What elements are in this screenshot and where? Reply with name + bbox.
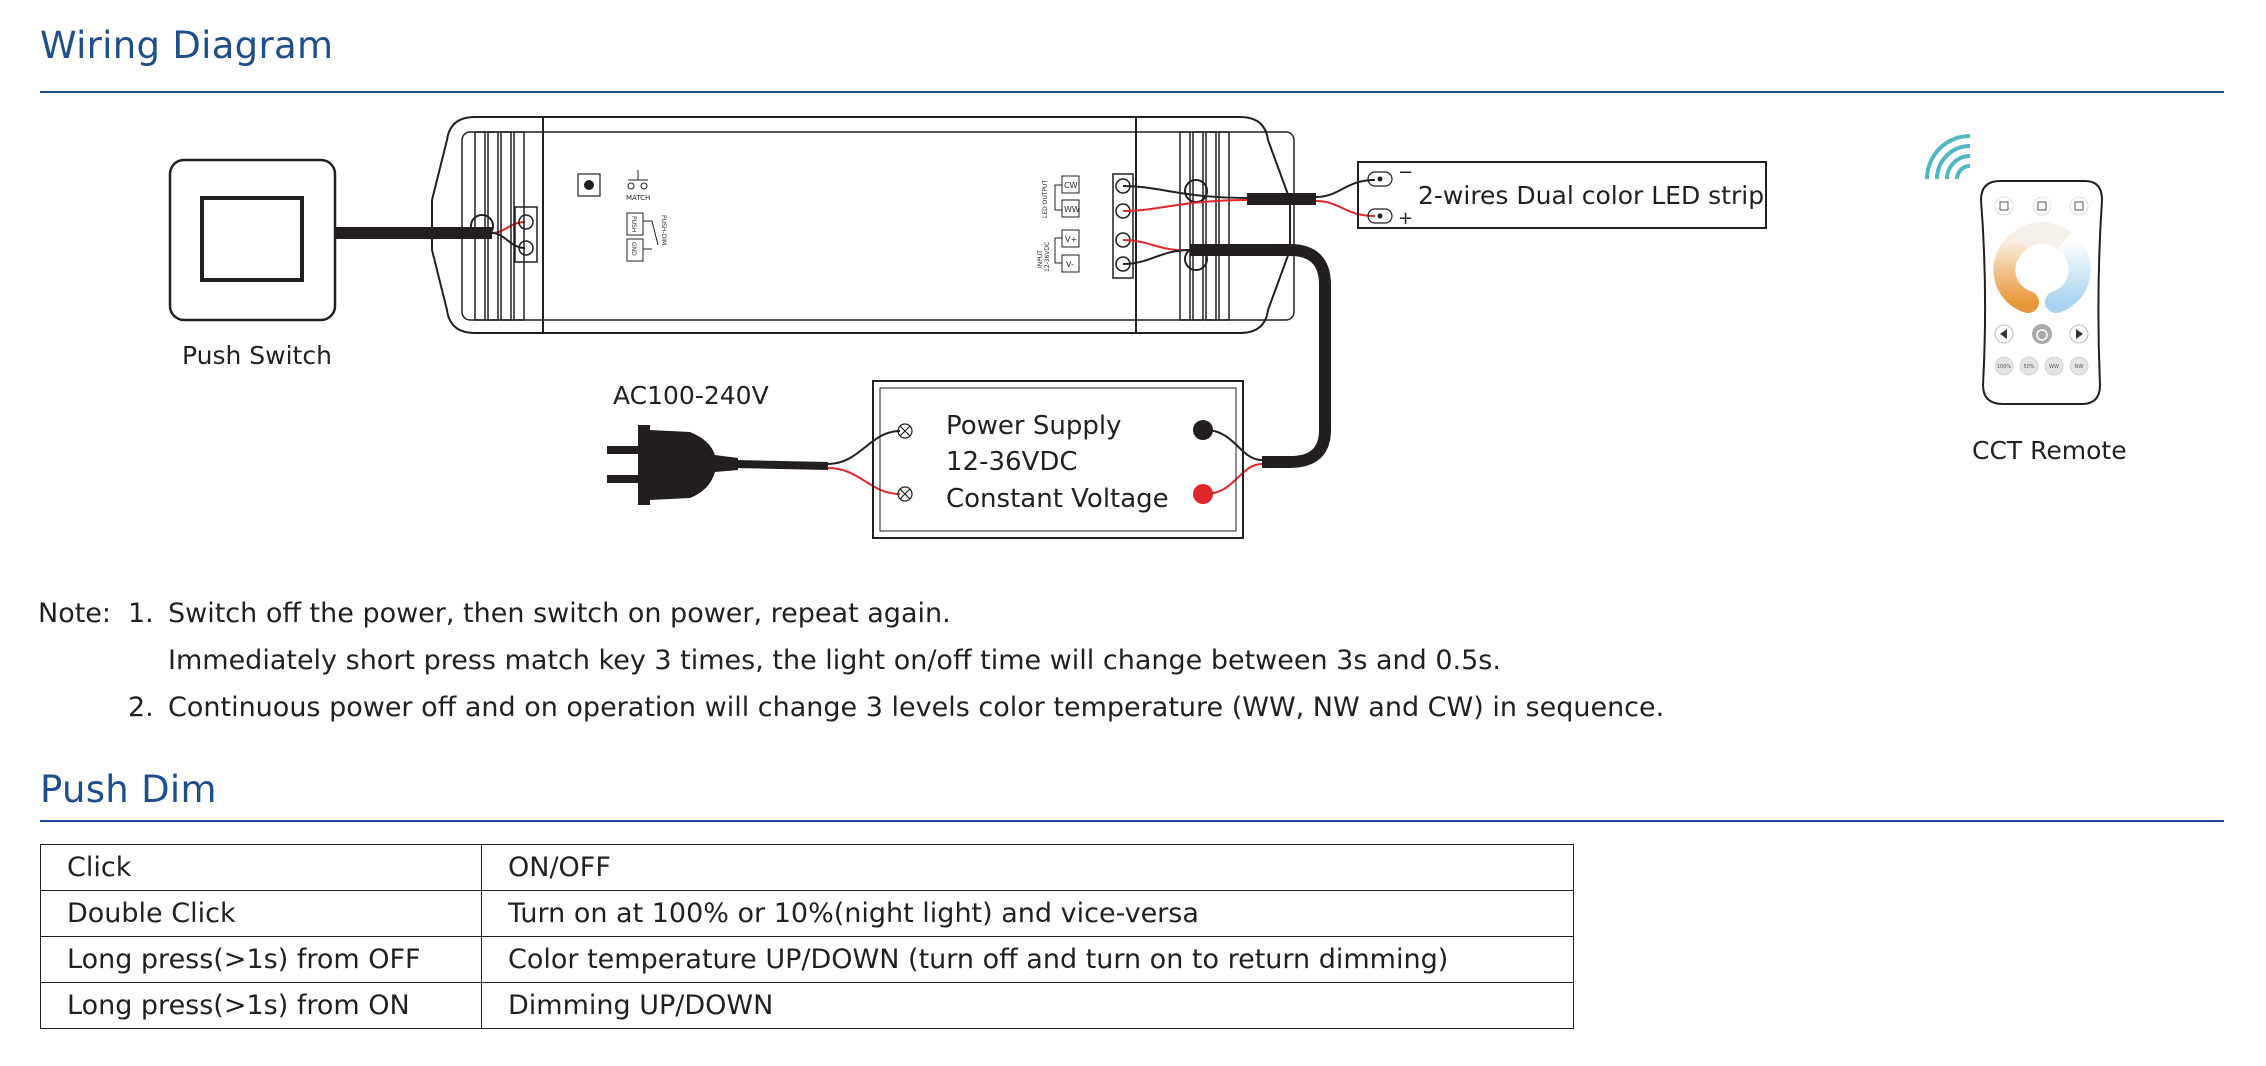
power-supply xyxy=(872,380,1244,539)
remote-button-ww: WW xyxy=(2049,364,2059,370)
led-strip xyxy=(1357,161,1767,229)
wifi-signal-icon xyxy=(1925,134,1971,180)
input-voltage-label: 12-36VDC xyxy=(1044,242,1051,272)
remote-button-100: 100% xyxy=(1997,364,2012,370)
action-cell: Long press(>1s) from OFF xyxy=(40,936,482,983)
push-switch-label: Push Switch xyxy=(182,341,332,370)
ac-plug xyxy=(607,425,738,505)
ac-voltage-label: AC100-240V xyxy=(613,381,769,410)
input-cable xyxy=(1190,244,1331,468)
power-icon xyxy=(2032,324,2052,344)
ac-red-wire xyxy=(827,467,901,495)
note-2-line-1: Continuous power off and on operation wi… xyxy=(168,692,1665,723)
push-dim-divider xyxy=(40,820,2224,822)
switch-red-wire xyxy=(491,221,526,234)
terminal-vplus: V+ xyxy=(1065,235,1077,244)
gnd-terminal-label: GND xyxy=(630,242,637,256)
vminus-wire xyxy=(1122,249,1191,265)
action-cell: Long press(>1s) from ON xyxy=(40,982,482,1029)
push-switch xyxy=(168,158,337,322)
push-dim-table: Click ON/OFF Double Click Turn on at 100… xyxy=(40,844,1574,1029)
power-supply-line3: Constant Voltage xyxy=(946,484,1169,514)
save-icon xyxy=(1994,196,2089,216)
cct-remote-label: CCT Remote xyxy=(1972,436,2127,465)
strip-black-wire xyxy=(1315,179,1376,198)
led-strip-label: 2-wires Dual color LED strip xyxy=(1418,181,1764,210)
title-divider xyxy=(40,91,2224,93)
result-cell: Color temperature UP/DOWN (turn off and … xyxy=(481,936,1574,983)
right-arrow-icon xyxy=(2069,324,2089,344)
remote-button-50: 50% xyxy=(2023,364,2034,370)
ps-red-wire xyxy=(1204,463,1263,495)
remote-button-nw: NW xyxy=(2075,364,2084,370)
result-cell: Dimming UP/DOWN xyxy=(481,982,1574,1029)
terminal-vminus: V- xyxy=(1066,260,1074,269)
switch-black-wire xyxy=(491,232,526,249)
led-output-label: LED OUTPUT xyxy=(1042,180,1049,218)
controller xyxy=(431,116,1295,334)
ac-cable xyxy=(735,460,829,470)
table-row: Long press(>1s) from OFF Color temperatu… xyxy=(40,936,1574,983)
push-dim-label: PUSH-DIM xyxy=(660,215,667,245)
wiring-diagram-title: Wiring Diagram xyxy=(40,24,334,67)
terminal-ww: WW xyxy=(1064,205,1080,214)
table-row: Click ON/OFF xyxy=(40,844,1574,891)
terminal-cw: CW xyxy=(1064,181,1078,190)
cw-wire xyxy=(1122,185,1251,199)
power-supply-line1: Power Supply xyxy=(946,411,1121,441)
ac-black-wire xyxy=(827,430,901,465)
note-1-line-1: Switch off the power, then switch on pow… xyxy=(168,598,951,629)
wiring-diagram: Push Switch MATCH PUSH GND xyxy=(168,116,2127,539)
result-cell: ON/OFF xyxy=(481,844,1574,891)
note-2-number: 2. xyxy=(128,692,154,723)
action-cell: Double Click xyxy=(40,890,482,937)
action-cell: Click xyxy=(40,844,482,891)
left-arrow-icon xyxy=(1994,324,2014,344)
cct-remote: 100% 50% WW NW xyxy=(1979,180,2104,405)
table-row: Double Click Turn on at 100% or 10%(nigh… xyxy=(40,890,1574,937)
table-row: Long press(>1s) from ON Dimming UP/DOWN xyxy=(40,982,1574,1029)
ps-black-wire xyxy=(1204,429,1263,461)
strip-plus-label: + xyxy=(1398,208,1413,229)
ww-wire xyxy=(1122,199,1251,212)
strip-minus-label: − xyxy=(1398,162,1413,183)
input-label: INPUT xyxy=(1037,250,1044,268)
push-terminal-label: PUSH xyxy=(630,216,637,232)
note-1-number: 1. xyxy=(128,598,154,629)
strip-red-wire xyxy=(1315,200,1376,217)
note-1-line-2: Immediately short press match key 3 time… xyxy=(168,645,1501,676)
push-dim-title: Push Dim xyxy=(40,768,217,811)
note-prefix: Note: xyxy=(38,598,112,629)
result-cell: Turn on at 100% or 10%(night light) and … xyxy=(481,890,1574,937)
power-supply-line2: 12-36VDC xyxy=(946,447,1078,477)
match-label: MATCH xyxy=(626,194,650,202)
match-button xyxy=(584,180,594,190)
